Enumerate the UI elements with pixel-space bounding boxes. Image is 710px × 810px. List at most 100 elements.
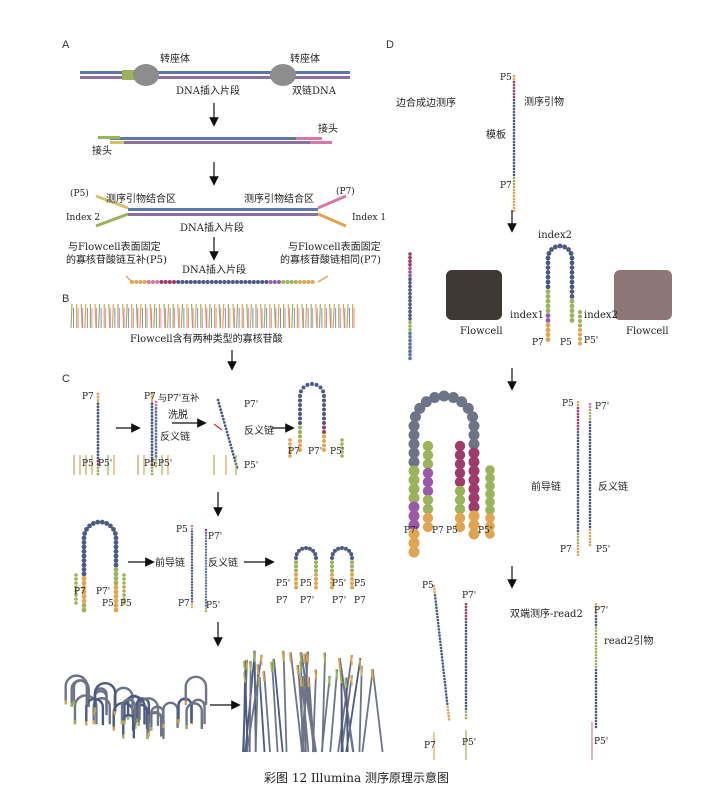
d-p7prime-3: P7': [404, 526, 418, 536]
c-wash: 洗脱: [168, 408, 188, 421]
library-fragment-bead: [138, 280, 143, 284]
d-index2b: index2: [584, 310, 618, 321]
d-read2-bead: [436, 618, 440, 622]
d-read2-bead: [464, 626, 468, 630]
d-read2-bead: [464, 632, 468, 636]
d-index-bead: [408, 302, 412, 307]
d-primer: 测序引物: [524, 95, 564, 108]
d-bridge-bead: [468, 465, 480, 477]
d-strand-bead: [588, 477, 592, 481]
d-read2-bead: [464, 671, 468, 675]
d-read2-bead: [464, 713, 468, 717]
c-bridge-bead: [81, 540, 87, 545]
c-bridge-bead: [322, 416, 326, 421]
cluster-strand: [271, 661, 279, 753]
d-read2-bead: [444, 687, 447, 690]
c-strand-bead: [204, 576, 208, 579]
d-strand-bead: [588, 531, 592, 535]
d-index-bead: [578, 323, 582, 328]
d-strand-bead: [588, 405, 592, 409]
c-bridge-bead: [95, 519, 101, 525]
d-index-bead: [545, 274, 551, 280]
d-read2-bead: [464, 638, 468, 642]
d-read2-bead: [440, 656, 444, 659]
d-index-bead: [569, 294, 575, 299]
flowcell-oligo: [318, 303, 321, 329]
flowcell-oligo: [342, 303, 345, 329]
c-bridge-bead: [322, 398, 326, 403]
d-index-bead: [569, 270, 575, 275]
d-read2-bead: [594, 713, 598, 717]
d-template-bead: [512, 209, 516, 213]
d-read2-bead: [594, 653, 598, 657]
comp-left-1: 与Flowcell表面固定: [68, 240, 161, 253]
c-strand-bead: [190, 575, 194, 578]
library-fragment-bead: [230, 280, 235, 284]
c-bridge-bead: [113, 535, 119, 541]
d-read2-bead: [435, 606, 438, 609]
c-bridge-bead: [112, 531, 118, 536]
d-read2-bead: [464, 692, 468, 696]
flowcell-oligo: [125, 303, 128, 329]
d-read2-bead: [464, 680, 468, 684]
d-strand-bead: [588, 441, 592, 445]
library-fragment-bead: [214, 280, 218, 284]
d-strand-bead: [588, 513, 592, 517]
c-bridge-bead: [350, 556, 354, 560]
d-read2-bead: [594, 635, 598, 639]
c-strand-bead: [154, 451, 158, 455]
c-p5prime-5: P5: [120, 599, 132, 609]
d-read2-bead: [464, 710, 468, 714]
d-read2-bead: [464, 716, 468, 720]
d-read2-bead: [594, 605, 598, 609]
c-p5prime-4: P5': [330, 447, 344, 457]
d-template-bead: [512, 101, 516, 105]
c-bridge-bead: [288, 438, 292, 442]
c-strand-bead: [204, 559, 208, 562]
c-bridge-bead: [298, 389, 303, 394]
d-index-bead: [408, 288, 412, 292]
d-bridge-bead: [485, 473, 495, 483]
d-read2-bead: [439, 640, 442, 644]
insert-label-1: DNA插入片段: [176, 84, 240, 97]
c-bridge-bead: [294, 556, 298, 560]
c-strand-bead: [221, 414, 224, 418]
c-strand-bead: [154, 435, 158, 439]
d-template-bead: [512, 131, 516, 135]
d-index-bead: [545, 303, 551, 309]
cluster-strand: [273, 658, 284, 753]
d-template-bead: [512, 176, 516, 180]
d-index-bead: [569, 279, 575, 285]
library-fragment-bead: [222, 280, 227, 284]
d-template-bead: [512, 122, 516, 126]
c-strand-bead: [204, 610, 208, 613]
c-bridge-bead: [330, 581, 334, 586]
d-read2-bead: [594, 671, 598, 675]
c-bridge-bead: [294, 581, 298, 586]
c-bridge-bead: [330, 556, 334, 560]
c-bridge-bead: [113, 603, 119, 608]
flowcell-oligo: [287, 303, 290, 329]
c-bridge-bead: [322, 434, 326, 439]
d-read2-bead: [594, 719, 598, 723]
c-bridge-bead: [298, 430, 302, 434]
d-strand-bead: [576, 505, 580, 509]
cluster-strand: [270, 661, 273, 672]
c-strand-bead: [204, 573, 208, 576]
d-strand-bead: [576, 418, 580, 422]
d-strand-bead: [576, 535, 580, 539]
d-strand-bead: [576, 445, 580, 449]
d-strand-bead: [576, 427, 580, 431]
d-bridge-bead: [408, 483, 420, 495]
comp-right-2: 的寡核苷酸链相同(P7): [280, 253, 381, 266]
d-strand-bead: [588, 471, 592, 475]
d-bridge-bead: [454, 440, 466, 452]
cluster-bridge: [137, 697, 160, 726]
d-template-bead: [512, 173, 516, 177]
d-strand-bead: [576, 502, 580, 506]
d-read2-bead: [441, 662, 445, 665]
c-bridge-bead: [122, 601, 126, 605]
d-index-bead: [569, 303, 575, 309]
c-bridge-bead: [74, 601, 78, 605]
c-bridge-bead: [81, 535, 87, 541]
